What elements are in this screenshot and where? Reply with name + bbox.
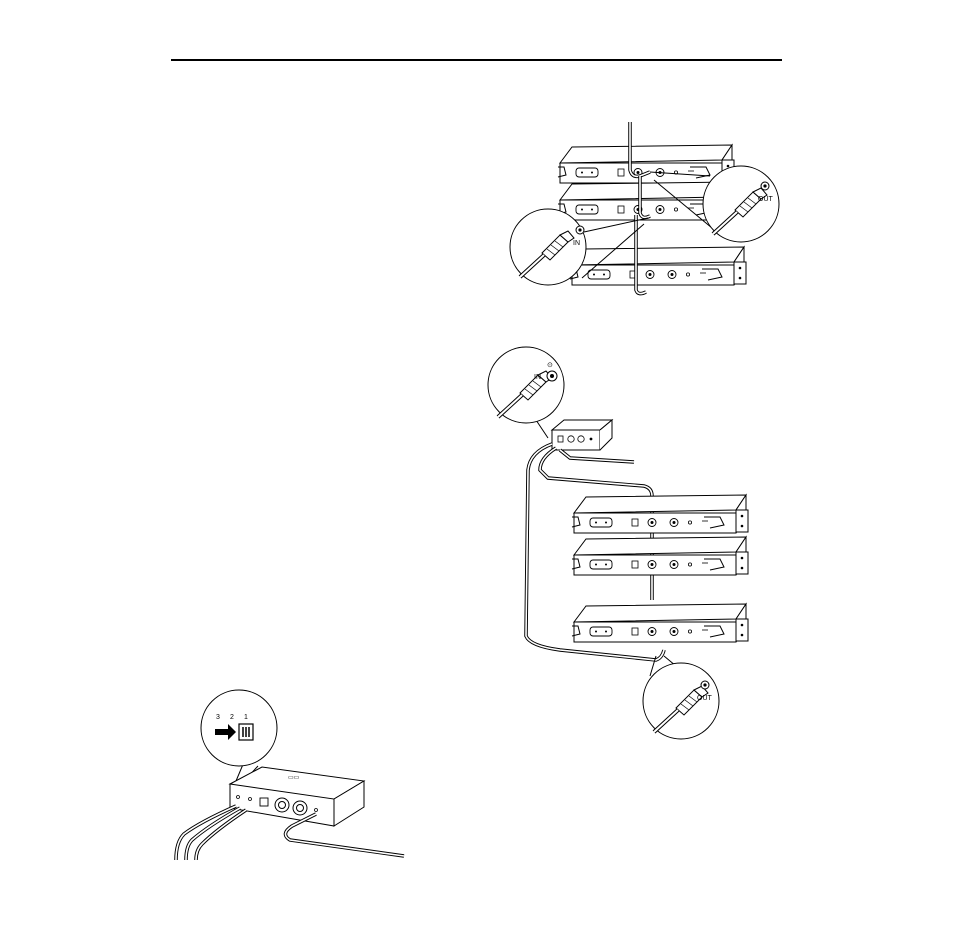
figure-daisy-chain-top: OUT IN [510,122,779,294]
distribution-box-large: ▭▭ [230,767,364,826]
in-label: IN [534,374,541,381]
out-label: OUT [758,196,774,203]
svg-text:⊙: ⊙ [547,362,553,369]
rack-unit-1 [558,145,734,183]
in-label: IN [573,240,580,247]
callout-in: IN ⊙ [488,347,564,438]
distribution-box [552,420,612,450]
figure-switch-setting-bottom: 3 2 1 ▭▭ [176,690,404,860]
switch-position-1: 1 [244,714,248,721]
switch-position-2: 2 [230,714,234,721]
callout-out: OUT [643,656,719,739]
out-label: OUT [697,695,713,702]
switch-position-3: 3 [216,714,220,721]
rack-unit-3 [572,604,748,642]
rack-unit-1 [572,495,748,533]
svg-text:▭▭: ▭▭ [288,775,300,781]
figure-distribution-middle: IN ⊙ OUT [488,347,748,739]
rack-unit-2 [572,537,748,575]
